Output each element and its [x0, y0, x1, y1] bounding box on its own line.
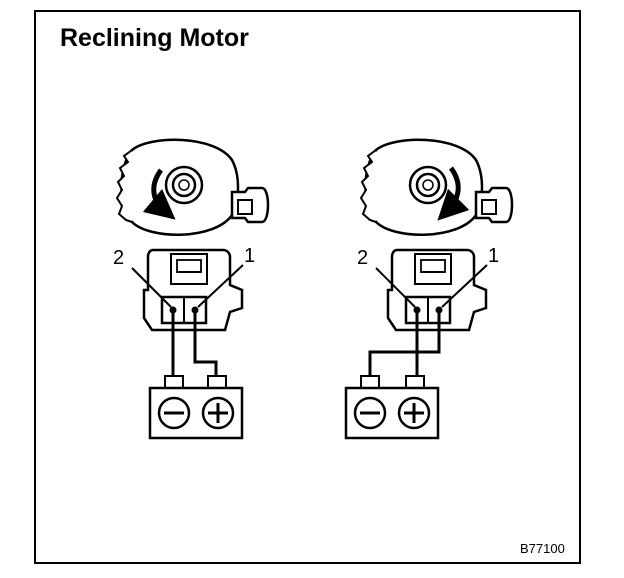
battery-left	[148, 375, 244, 440]
motor-right	[359, 138, 514, 236]
wire-pin1-negative	[368, 310, 441, 376]
figure-title: Reclining Motor	[60, 24, 249, 52]
pin-1-leader	[197, 264, 244, 308]
positive-terminal-icon	[201, 396, 235, 430]
connector-left	[142, 248, 244, 332]
pin-2-label: 2	[357, 247, 368, 269]
wire-pin1-positive	[193, 310, 218, 376]
pin-2-leader	[131, 267, 172, 308]
pin-1-label: 1	[244, 245, 255, 267]
positive-terminal-icon	[397, 396, 431, 430]
pin-1-leader	[441, 264, 488, 308]
figure-code: B77100	[520, 541, 565, 556]
panel-right: 2 1	[344, 138, 514, 440]
pin-1-label: 1	[488, 245, 499, 267]
pin-2-label: 2	[113, 247, 124, 269]
battery-right	[344, 375, 440, 440]
figure-frame	[34, 10, 581, 564]
negative-terminal-icon	[353, 396, 387, 430]
motor-left	[115, 138, 270, 236]
pin-2-leader	[375, 267, 416, 308]
negative-terminal-icon	[157, 396, 191, 430]
rotation-arrow-icon	[142, 168, 176, 220]
rotation-arrow-icon	[437, 166, 470, 221]
connector-right	[386, 248, 488, 332]
panel-left: 2 1	[113, 138, 270, 440]
